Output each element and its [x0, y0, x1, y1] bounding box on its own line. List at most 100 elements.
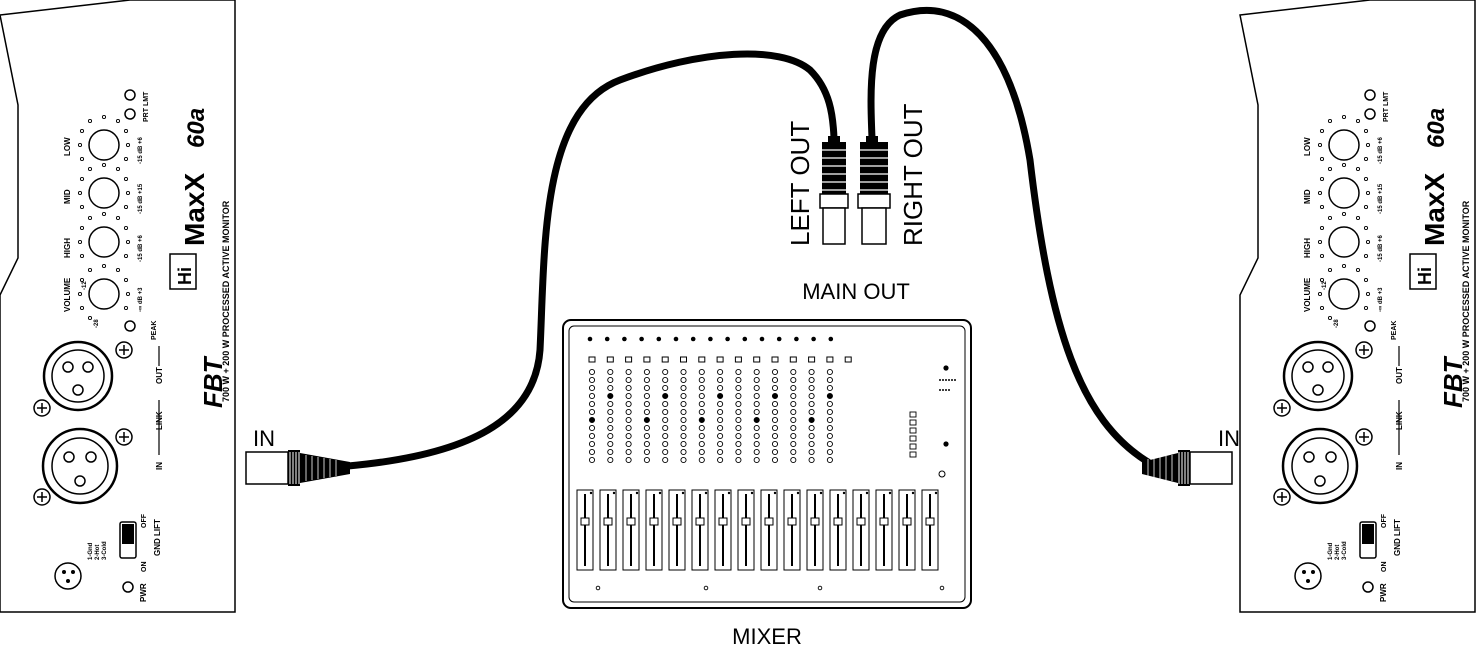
- mixer-knob: [753, 368, 760, 376]
- mixer-knob: [698, 384, 705, 392]
- peak-label: PEAK: [151, 321, 158, 340]
- mixer-knob: [643, 408, 650, 416]
- mixer-knob: [680, 368, 687, 376]
- knob-label-mid: MID: [63, 189, 72, 204]
- subtitle: 700 W + 200 W PROCESSED ACTIVE MONITOR: [1461, 200, 1471, 402]
- mixer-knob: [625, 400, 632, 408]
- mixer-knob: [662, 456, 669, 464]
- mixer-knob: [735, 376, 742, 384]
- mixer-fader-cap: [718, 517, 728, 526]
- mixer-screw: [703, 585, 709, 591]
- mixer-meter-led: [939, 389, 941, 391]
- mixer-knob: [588, 440, 596, 448]
- mixer-knob: [771, 448, 779, 456]
- mixer-gain-switch: [588, 356, 596, 363]
- mixer-knob: [662, 416, 669, 424]
- mixer-top-dot: [794, 336, 799, 342]
- mixer-knob: [680, 400, 687, 408]
- mixer-knob: [625, 448, 632, 456]
- mixer-top-dot: [587, 336, 593, 342]
- mixer-knob: [753, 384, 760, 392]
- mixer-screw: [939, 585, 945, 591]
- mixer-knob: [698, 376, 705, 384]
- mixer-knob: [808, 416, 815, 424]
- left-out-label: LEFT OUT: [785, 121, 815, 246]
- mixer-knob: [607, 400, 614, 408]
- mixer-fader-cap: [580, 517, 590, 526]
- mixer-knob: [680, 392, 687, 400]
- pin-legend-2: 2-Hot: [1335, 545, 1341, 560]
- mixer-gain-switch: [698, 356, 706, 363]
- off-label: OFF: [1381, 513, 1388, 528]
- monitor-right: [1238, 0, 1477, 614]
- mixer-knob: [808, 400, 815, 408]
- mixer-fader-led: [865, 491, 869, 495]
- mixer-meter-led: [945, 389, 947, 391]
- mixer-knob: [588, 384, 596, 392]
- mixer-knob: [717, 376, 724, 384]
- mixer-fader-cap: [603, 517, 613, 526]
- vol-mark-28: -28: [94, 319, 100, 328]
- mixer-knob: [790, 440, 797, 448]
- mixer-knob: [588, 416, 596, 424]
- in-plug-right: [1142, 450, 1233, 486]
- mixer-knob: [698, 368, 705, 376]
- mixer-master-button: [909, 411, 917, 418]
- mixer-knob: [753, 416, 760, 424]
- mixer-top-dot: [673, 336, 679, 342]
- mixer-knob: [625, 440, 632, 448]
- mixer-knob: [808, 392, 815, 400]
- monitor-left: [0, 0, 237, 614]
- in-label-right: IN: [1218, 426, 1240, 451]
- mixer-knob: [607, 408, 614, 416]
- knob-label-volume: VOLUME: [63, 277, 72, 312]
- pwr-label: PWR: [1379, 583, 1388, 602]
- mixer-knob: [662, 440, 669, 448]
- mixer-top-dot: [759, 336, 765, 342]
- cable-right-out: [867, 7, 1152, 466]
- mixer-knob: [680, 432, 687, 440]
- mixer-knob: [735, 432, 742, 440]
- mixer-knob: [771, 392, 779, 400]
- mixer-knob: [717, 432, 724, 440]
- mixer-knob: [588, 448, 596, 456]
- mixer-knob: [643, 416, 650, 424]
- knob-scale-low: -15 dB +6: [138, 136, 144, 164]
- mixer-knob: [790, 416, 797, 424]
- mixer-knob: [753, 392, 760, 400]
- mixer-knob: [717, 408, 724, 416]
- main-out-plugs: [819, 136, 891, 245]
- mixer-knob: [790, 424, 797, 432]
- mixer-master-button: [909, 443, 917, 450]
- mixer-knob: [588, 376, 596, 384]
- mixer-knob: [735, 448, 742, 456]
- mixer-knob: [698, 408, 705, 416]
- mixer-top-dot: [639, 336, 644, 342]
- mixer-meter-led: [942, 389, 944, 391]
- mixer-knob: [735, 424, 742, 432]
- mixer-knob: [826, 448, 833, 456]
- mixer-knob: [753, 408, 760, 416]
- mixer-knob: [717, 448, 724, 456]
- vol-mark-12: -12: [1322, 281, 1328, 290]
- mixer-gain-switch: [625, 356, 633, 363]
- mixer-top-dot: [811, 336, 816, 342]
- peak-label: PEAK: [1391, 321, 1398, 340]
- mixer-knob: [625, 384, 632, 392]
- model-number: 60a: [183, 108, 210, 148]
- mixer-knob: [625, 376, 632, 384]
- mixer-knob: [662, 448, 669, 456]
- mixer-knob: [588, 432, 596, 440]
- mixer-fader-cap: [856, 517, 866, 526]
- monitor-left-text: FBT Hi MaxX 60a 700 W + 200 W PROCESSED …: [63, 91, 231, 602]
- mixer-fader-led: [842, 491, 846, 495]
- knob-scale-low: -15 dB +6: [1378, 136, 1384, 164]
- mixer-knob: [643, 456, 650, 464]
- mixer-top-dot: [656, 336, 662, 342]
- mixer-gain-switch: [789, 356, 797, 363]
- mixer-knob: [643, 392, 650, 400]
- mixer-knob: [625, 456, 632, 464]
- mixer-knob: [625, 408, 632, 416]
- mixer-master-knob: [943, 365, 949, 371]
- mixer-top-dot: [742, 336, 748, 342]
